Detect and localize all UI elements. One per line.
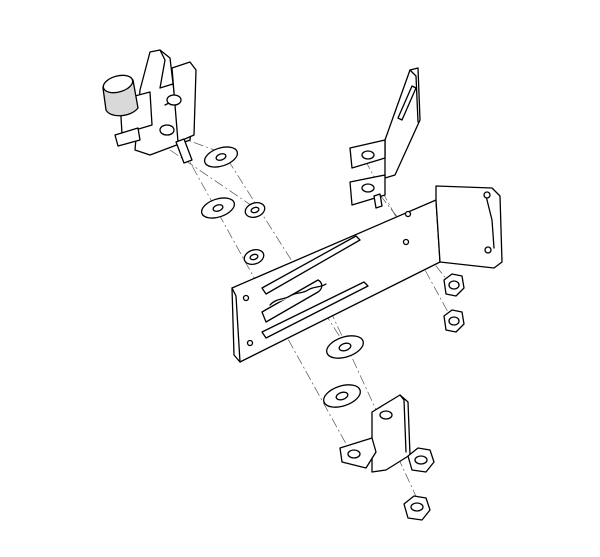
upright-bracket-arm <box>384 67 421 179</box>
main-plate-left-edge <box>231 287 241 363</box>
spring-pin-shaft <box>175 138 193 164</box>
flange-hole-bottom <box>484 246 492 254</box>
flat-washer-3 <box>326 335 364 359</box>
latch-foot <box>114 127 141 147</box>
plate-hole-b <box>402 238 410 246</box>
lower-bracket <box>339 394 411 473</box>
main-mounting-plate <box>231 185 503 363</box>
upright-bracket <box>349 67 421 209</box>
lower-bracket-hole <box>379 410 393 420</box>
nylon-lock-nut-2 <box>443 309 465 333</box>
nut-bore <box>448 280 460 290</box>
plate-hole-a <box>404 210 412 218</box>
washer-hole <box>335 391 349 401</box>
latch-lower-hole <box>159 124 175 136</box>
flat-washer-1 <box>203 146 239 168</box>
washer-stack <box>200 146 364 408</box>
washer-hole <box>212 204 224 212</box>
plate-slot-bottom <box>261 281 369 339</box>
lock-washer-hole <box>250 206 260 214</box>
upright-tab-hole-top <box>361 150 375 160</box>
lock-washer-hole <box>249 253 259 261</box>
washer-hole <box>338 342 352 352</box>
plate-slot-serration <box>269 283 327 306</box>
nut-bore <box>410 502 424 512</box>
hex-nut-1 <box>407 447 435 473</box>
flange-hole-top <box>483 191 491 199</box>
hex-nut-2 <box>403 495 431 521</box>
washer-hole <box>215 153 227 161</box>
knob-cap <box>102 74 134 94</box>
main-plate-face <box>231 199 441 363</box>
plate-hole-d <box>246 339 254 347</box>
plate-slot-top <box>261 235 361 295</box>
upright-bracket-stud <box>373 193 383 209</box>
upright-tab-hole-bottom <box>361 183 375 193</box>
plate-hole-c <box>242 294 250 302</box>
upright-bracket-slot <box>397 85 417 121</box>
lock-washer-1 <box>244 202 266 218</box>
flat-washer-2 <box>200 197 236 219</box>
lower-tab-hole <box>347 449 361 459</box>
nut-bore <box>448 316 460 326</box>
nylon-lock-nut-1 <box>443 273 465 297</box>
latch-back-flange <box>171 61 197 143</box>
main-plate-flange-crease <box>485 195 495 249</box>
spring-pin <box>175 138 193 164</box>
lock-washer-2 <box>243 249 265 265</box>
nut-bore <box>414 455 428 465</box>
upright-bracket-edge <box>409 69 419 123</box>
lower-bracket-edge <box>399 394 407 453</box>
knob <box>102 74 139 117</box>
flat-washer-4 <box>323 384 361 408</box>
latch-upper-hole <box>166 94 182 106</box>
